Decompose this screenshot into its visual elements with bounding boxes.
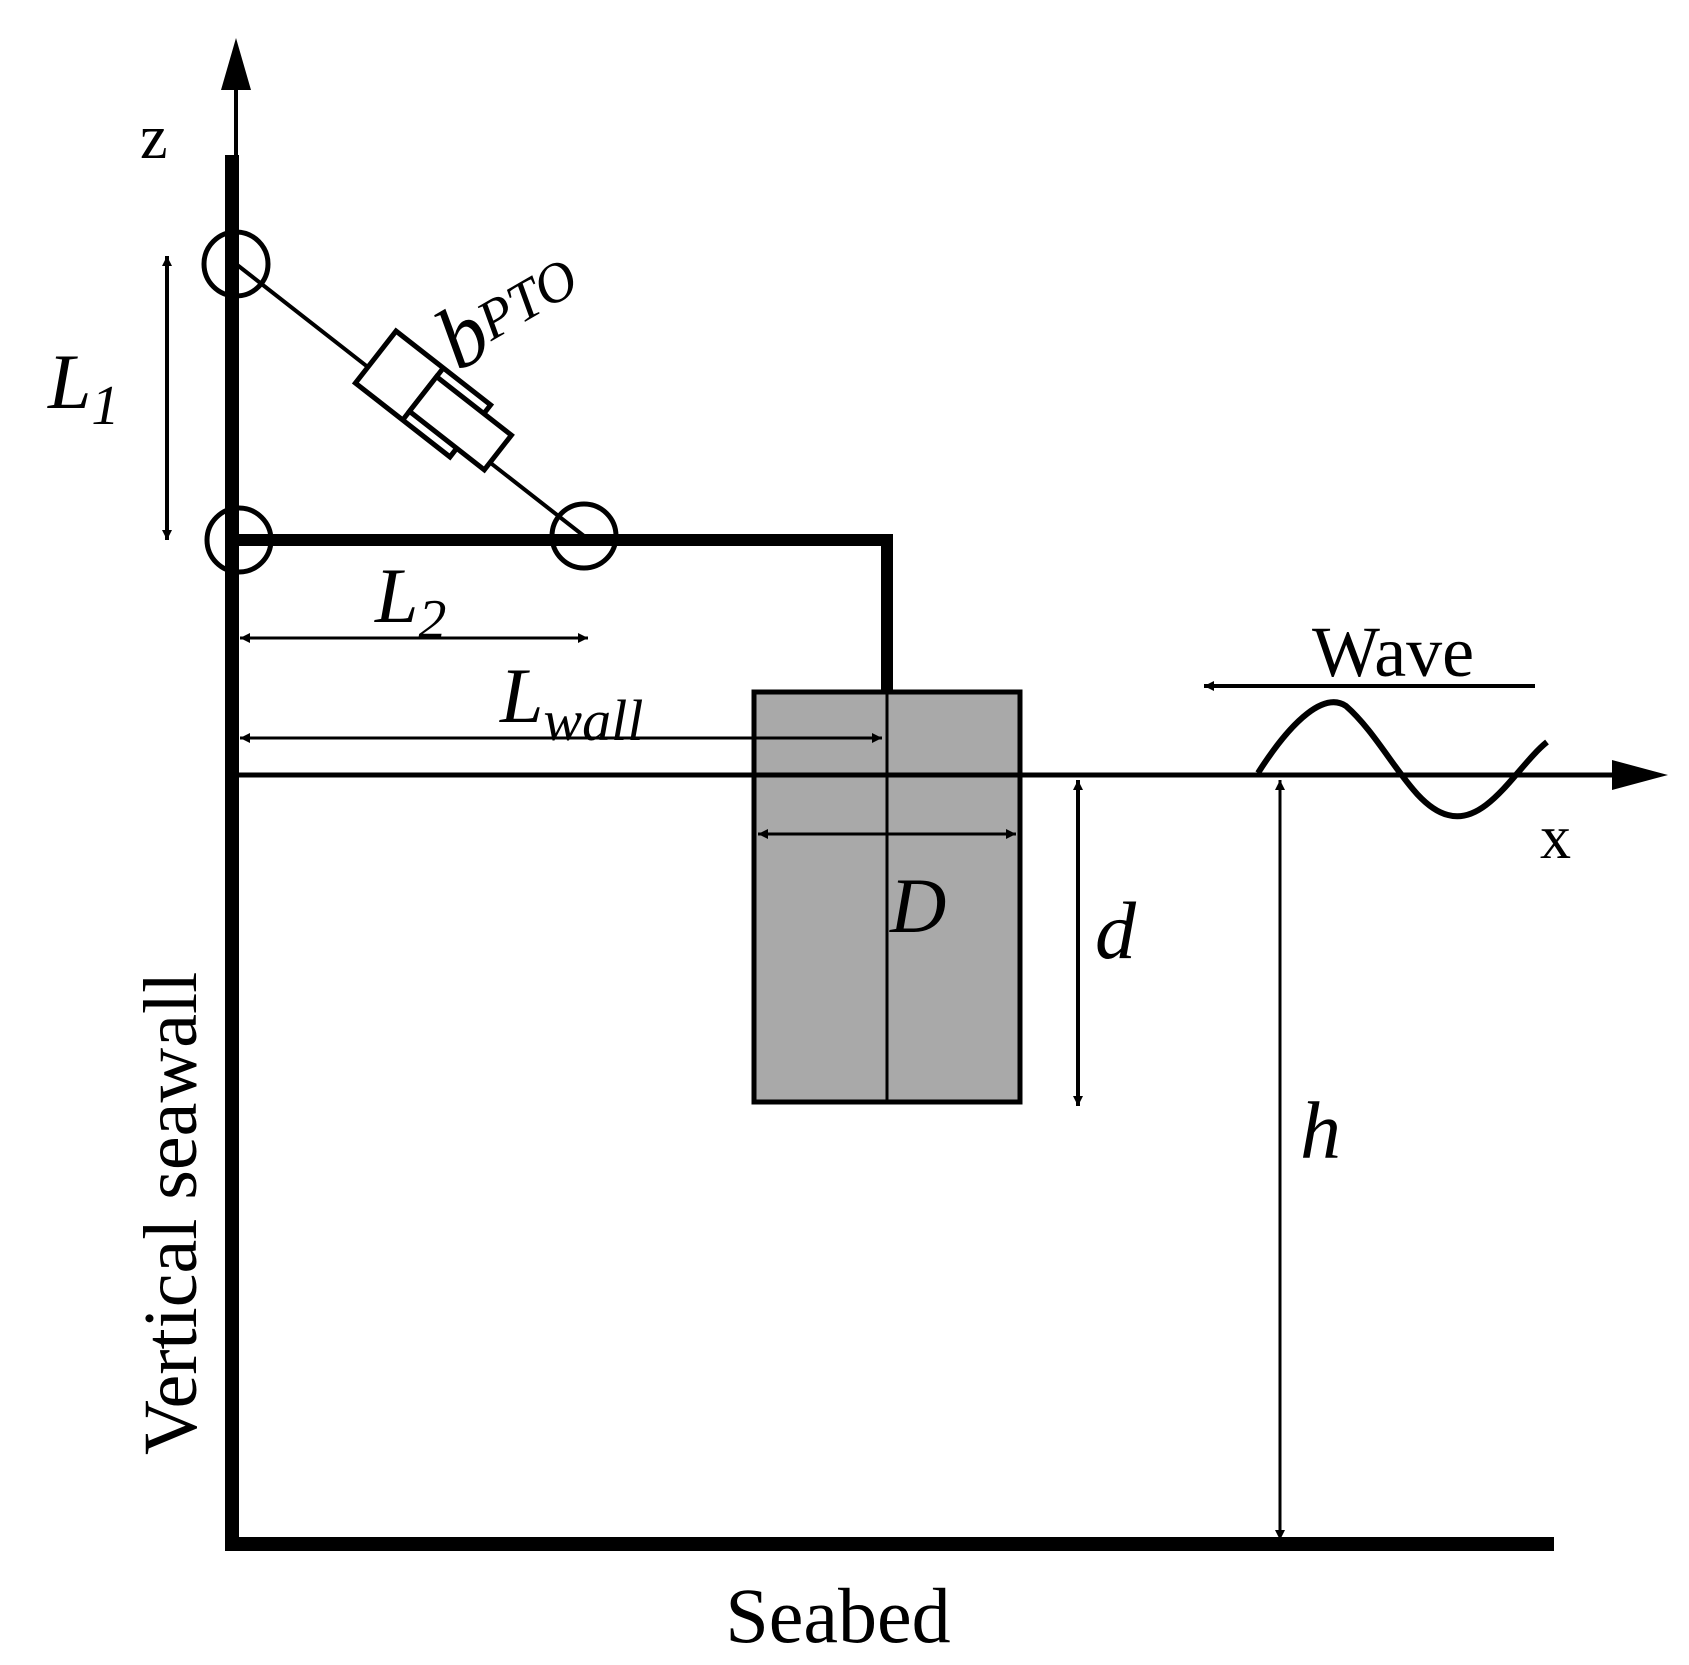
seabed-label: Seabed — [725, 1572, 950, 1659]
z-axis-label: z — [140, 104, 168, 172]
lower-hinge — [204, 505, 274, 575]
x-axis-label: x — [1540, 804, 1571, 872]
wave-label: Wave — [1312, 612, 1474, 692]
d-label: d — [1095, 885, 1137, 976]
D-label: D — [889, 862, 946, 949]
floater-arm — [232, 534, 893, 692]
h-label: h — [1300, 1085, 1341, 1176]
x-axis-arrowhead — [1612, 760, 1668, 790]
incident-wave-curve — [1255, 699, 1549, 820]
bPTO-label: bPTO — [420, 231, 597, 389]
upper-hinge — [201, 229, 271, 299]
pto-damper — [351, 327, 515, 474]
arm-hinge — [549, 501, 619, 571]
Lwall-label: Lwall — [499, 652, 643, 753]
L2-label: L2 — [374, 552, 446, 651]
z-axis-arrowhead — [221, 38, 251, 90]
seawall-label: Vertical seawall — [129, 972, 213, 1455]
L1-label: L1 — [47, 338, 119, 437]
